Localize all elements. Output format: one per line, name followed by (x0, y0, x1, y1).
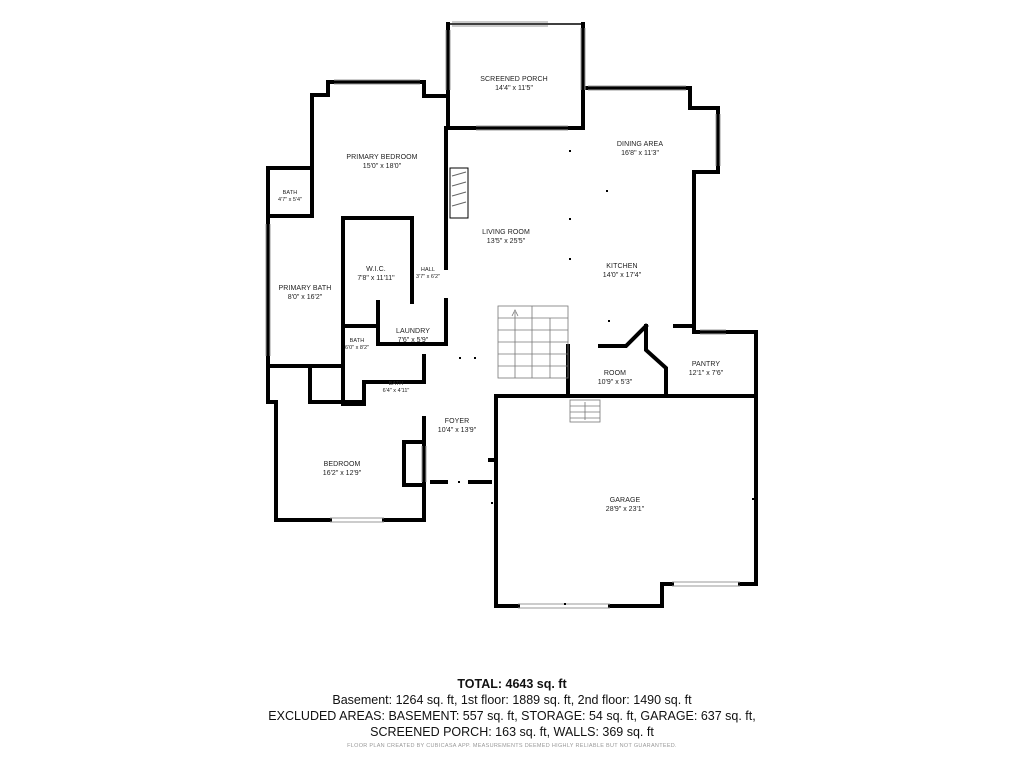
room-name: SCREENED PORCH (480, 76, 548, 83)
room-name: KITCHEN (606, 263, 638, 270)
room-label-room: ROOM 10'9" x 5'3" (594, 370, 636, 388)
room-label-garage: GARAGE 28'9" x 23'1" (600, 497, 650, 515)
room-name: BATH (388, 381, 404, 387)
room-label-bedroom: BEDROOM 16'2" x 12'9" (318, 461, 366, 479)
room-dims: 16'2" x 12'9" (322, 469, 362, 477)
garage-steps-icon (569, 399, 601, 423)
room-label-screened-porch: SCREENED PORCH 14'4" x 11'5" (474, 76, 554, 94)
outlet-marks (458, 150, 754, 605)
room-label-bath-upper: BATH 4'7" x 5'4" (274, 190, 306, 204)
floor-plan (265, 21, 758, 609)
room-name: W.I.C. (366, 266, 386, 273)
room-dims: 12'1" x 7'6" (688, 369, 724, 377)
room-label-primary-bedroom: PRIMARY BEDROOM 15'0" x 18'0" (342, 154, 422, 172)
room-dims: 8'0" x 16'2" (287, 293, 323, 301)
excluded-areas: EXCLUDED AREAS: BASEMENT: 557 sq. ft, ST… (268, 709, 756, 723)
room-label-wic: W.I.C. 7'8" x 11'11" (350, 266, 402, 284)
room-label-hall: HALL 3'7" x 6'2" (412, 267, 444, 281)
room-name: LAUNDRY (395, 328, 431, 335)
room-dims: 10'4" x 13'9" (437, 426, 477, 434)
room-name: DINING AREA (616, 141, 664, 148)
room-name: LIVING ROOM (482, 229, 530, 236)
room-name: ROOM (603, 370, 627, 377)
area-summary: TOTAL: 4643 sq. ft Basement: 1264 sq. ft… (0, 676, 1024, 740)
windows (265, 21, 740, 609)
room-dims: 28'9" x 23'1" (605, 505, 645, 513)
walls (266, 22, 758, 608)
room-dims: 13'5" x 25'5" (486, 237, 526, 245)
screened-porch-walls (446, 22, 585, 130)
room-dims: 7'8" x 11'11" (357, 274, 395, 282)
room-label-laundry: LAUNDRY 7'6" x 5'9" (390, 328, 436, 346)
room-label-kitchen: KITCHEN 14'0" x 17'4" (598, 263, 646, 281)
excluded-areas-continued: SCREENED PORCH: 163 sq. ft, WALLS: 369 s… (370, 725, 654, 739)
room-dims: 4'7" x 5'4" (277, 196, 303, 203)
room-label-foyer: FOYER 10'4" x 13'9" (434, 418, 480, 436)
room-name: PRIMARY BATH (278, 285, 332, 292)
room-label-bath-center: BATH 6'4" x 4'11" (376, 381, 416, 395)
primary-bedroom-walls (266, 80, 450, 218)
room-dims: 10'9" x 5'3" (597, 378, 633, 386)
room-dims: 14'0" x 17'4" (602, 271, 642, 279)
room-dims: 6'4" x 4'11" (382, 387, 410, 394)
fireplace-icon (449, 167, 469, 219)
room-label-primary-bath: PRIMARY BATH 8'0" x 16'2" (276, 285, 334, 303)
room-name: BATH (349, 338, 365, 344)
room-name: HALL (420, 267, 436, 273)
staircase-icon (497, 305, 569, 379)
room-name: FOYER (444, 418, 470, 425)
room-name: PANTRY (691, 361, 721, 368)
room-name: GARAGE (609, 497, 641, 504)
room-dims: 7'6" x 5'9" (397, 336, 429, 344)
room-dims: 3'7" x 6'2" (415, 273, 441, 280)
garage-walls (494, 394, 520, 608)
room-name: BATH (282, 190, 298, 196)
room-name: BEDROOM (323, 461, 361, 468)
room-name: PRIMARY BEDROOM (346, 154, 418, 161)
disclaimer-footnote: FLOOR PLAN CREATED BY CUBICASA APP. MEAS… (347, 743, 677, 749)
total-area: TOTAL: 4643 sq. ft (457, 677, 567, 691)
floor-areas: Basement: 1264 sq. ft, 1st floor: 1889 s… (332, 693, 692, 707)
room-label-living-room: LIVING ROOM 13'5" x 25'5" (476, 229, 536, 247)
room-dims: 15'0" x 18'0" (362, 162, 402, 170)
room-label-bath-small: BATH 6'0" x 8'2" (342, 338, 372, 352)
room-dims: 6'0" x 8'2" (344, 344, 370, 351)
room-dims: 14'4" x 11'5" (495, 84, 533, 92)
room-dims: 16'8" x 11'3" (621, 149, 659, 157)
room-label-dining-area: DINING AREA 16'8" x 11'3" (610, 141, 670, 159)
room-label-pantry: PANTRY 12'1" x 7'6" (684, 361, 728, 379)
